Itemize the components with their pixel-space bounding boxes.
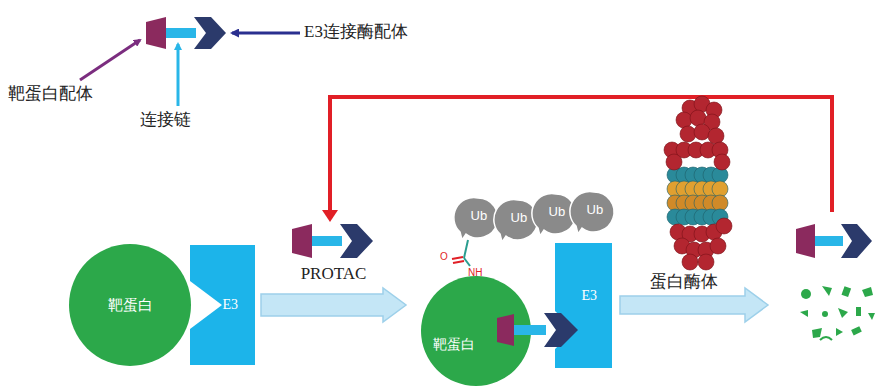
target-protein-shape [420, 275, 532, 387]
e3-ligase-shape [555, 243, 612, 368]
node-label: E3 [581, 288, 597, 303]
proteasome-label: 蛋白酶体 [650, 272, 718, 292]
ubiquitin: Ub [572, 190, 616, 234]
leader-line [80, 40, 140, 80]
ligand-label: 靶蛋白配体 [8, 84, 93, 104]
leader-line [232, 32, 300, 35]
linker-label: 连接链 [140, 110, 191, 130]
e3-ligase: E3 [190, 245, 255, 365]
e3-ligand-label: E3连接酶配体 [304, 22, 408, 42]
atom-label: O [440, 251, 448, 263]
protac-molecule [292, 224, 373, 258]
node-label: Ub [549, 205, 566, 219]
e3-ligase-shape [190, 245, 255, 365]
e3-ligase: E3 [555, 243, 612, 368]
node-label: Ub [587, 203, 604, 217]
proteasome [664, 96, 732, 270]
target-protein: 靶蛋白 [68, 243, 192, 367]
node-label: 靶蛋白 [433, 337, 475, 352]
node-label: Ub [471, 209, 488, 223]
leader-line [177, 44, 180, 106]
node-label: 靶蛋白 [108, 297, 153, 314]
peptide-fragments [800, 286, 875, 340]
protac-molecule [146, 17, 226, 49]
node-label: E3 [223, 297, 239, 312]
arrow-head [322, 210, 338, 222]
atom-label: NH [468, 267, 482, 279]
process-arrow [261, 288, 406, 322]
node-label: Ub [511, 211, 528, 225]
edge-label: PROTAC [301, 264, 367, 284]
process-arrow [620, 288, 768, 322]
protac-molecule [796, 224, 872, 258]
target-protein: 靶蛋白 [420, 275, 532, 387]
